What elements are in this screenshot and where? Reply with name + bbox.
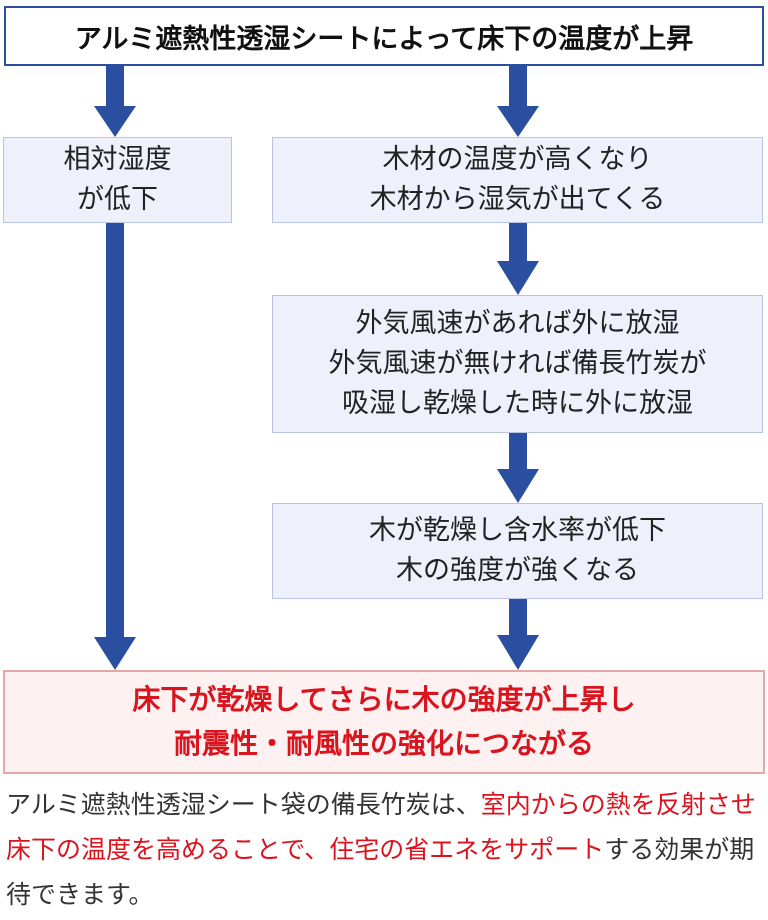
result-line-2: 耐震性・耐風性の強化につながる xyxy=(173,727,594,760)
wind-line-1: 外気風速があれば外に放湿 xyxy=(355,308,680,339)
result-line-1: 床下が乾燥してさらに木の強度が上昇し xyxy=(132,683,636,716)
note-text-1: アルミ遮熱性透湿シート袋の備長竹炭は、 xyxy=(6,790,481,819)
humidity-box: 相対湿度 が低下 xyxy=(3,137,232,223)
arrow-right1-to-right2 xyxy=(497,223,539,295)
arrow-right2-to-right3 xyxy=(497,433,539,503)
result-box: 床下が乾燥してさらに木の強度が上昇し 耐震性・耐風性の強化につながる xyxy=(3,670,765,774)
title-text: アルミ遮熱性透湿シートによって床下の温度が上昇 xyxy=(74,23,694,55)
wood-dry-line-2: 木の強度が強くなる xyxy=(396,555,639,586)
wood-temperature-box: 木材の温度が高くなり 木材から湿気が出てくる xyxy=(272,137,763,223)
wood-dry-line-1: 木が乾燥し含水率が低下 xyxy=(369,515,666,546)
wind-line-3: 吸湿し乾燥した時に外に放湿 xyxy=(342,388,693,419)
arrow-title-to-left xyxy=(94,66,136,137)
wood-temp-line-1: 木材の温度が高くなり xyxy=(382,144,653,175)
arrow-title-to-right xyxy=(497,66,539,137)
wind-line-2: 外気風速が無ければ備長竹炭が xyxy=(328,348,707,379)
arrow-right3-to-result xyxy=(497,599,539,670)
humidity-line-1: 相対湿度 xyxy=(63,144,172,175)
note-highlight: 室内からの熱を反射させ床下の温度を高めることで、住宅の省エネをサポート xyxy=(6,790,756,864)
wood-dry-box: 木が乾燥し含水率が低下 木の強度が強くなる xyxy=(272,503,763,599)
diagram-title: アルミ遮熱性透湿シートによって床下の温度が上昇 xyxy=(4,6,764,66)
arrow-left-to-result xyxy=(94,223,136,670)
wood-temp-line-2: 木材から湿気が出てくる xyxy=(369,184,666,215)
description-note: アルミ遮熱性透湿シート袋の備長竹炭は、室内からの熱を反射させ床下の温度を高めるこ… xyxy=(6,782,766,917)
note-text-2: する効果が期待できます。 xyxy=(6,835,755,909)
humidity-line-2: が低下 xyxy=(77,184,158,215)
wind-speed-box: 外気風速があれば外に放湿 外気風速が無ければ備長竹炭が 吸湿し乾燥した時に外に放… xyxy=(272,295,763,433)
